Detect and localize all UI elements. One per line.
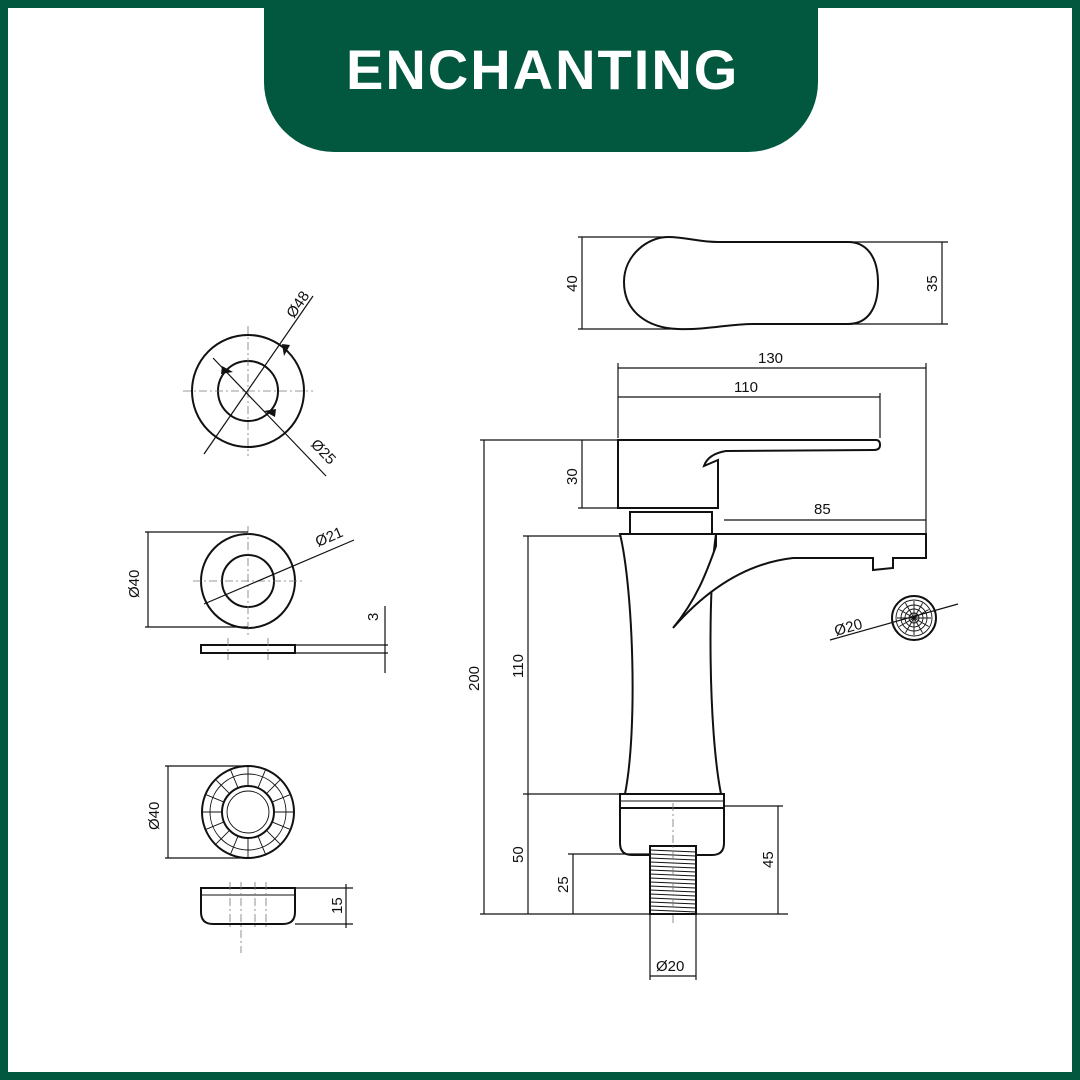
cover-outer-dim: Ø48	[283, 288, 313, 321]
cover-plate-top-view	[183, 295, 327, 477]
handle-height-dim: 40	[564, 275, 581, 292]
nut-diameter-dim: Ø40	[146, 802, 163, 830]
body-top-height-dim: 30	[564, 468, 581, 485]
washer-outer-dim: Ø40	[126, 570, 143, 598]
handle-top-view	[578, 235, 948, 331]
technical-drawing: Ø48 Ø25 Ø21 Ø40 3	[126, 235, 959, 980]
handle-width-dim: 35	[924, 275, 941, 292]
spout-reach-dim: 85	[814, 501, 831, 518]
body-height-dim: 110	[510, 654, 527, 678]
aerator-diameter-dim: Ø20	[832, 616, 864, 640]
nut-height-dim: 15	[329, 897, 346, 914]
washer-top-view	[145, 526, 355, 636]
brand-header: ENCHANTING	[264, 8, 818, 152]
cover-inner-dim: Ø25	[307, 436, 339, 468]
overall-height-dim: 200	[466, 666, 483, 691]
base-height-dim: 50	[510, 846, 527, 863]
nut-side-view	[200, 882, 353, 953]
overall-length-dim: 130	[758, 350, 783, 367]
handle-length-dim: 110	[734, 379, 758, 396]
aerator-view	[829, 595, 959, 641]
washer-inner-dim: Ø21	[313, 524, 346, 551]
faucet-front-view	[480, 363, 927, 980]
thread-length-dim: 25	[555, 876, 572, 893]
brand-logo-text: ENCHANTING	[346, 38, 740, 101]
washer-thickness-dim: 3	[365, 613, 382, 621]
nut-top-view	[165, 765, 295, 859]
thread-diameter-dim: Ø20	[656, 958, 684, 975]
washer-side-view	[200, 606, 388, 673]
base-to-thread-dim: 45	[760, 851, 777, 868]
